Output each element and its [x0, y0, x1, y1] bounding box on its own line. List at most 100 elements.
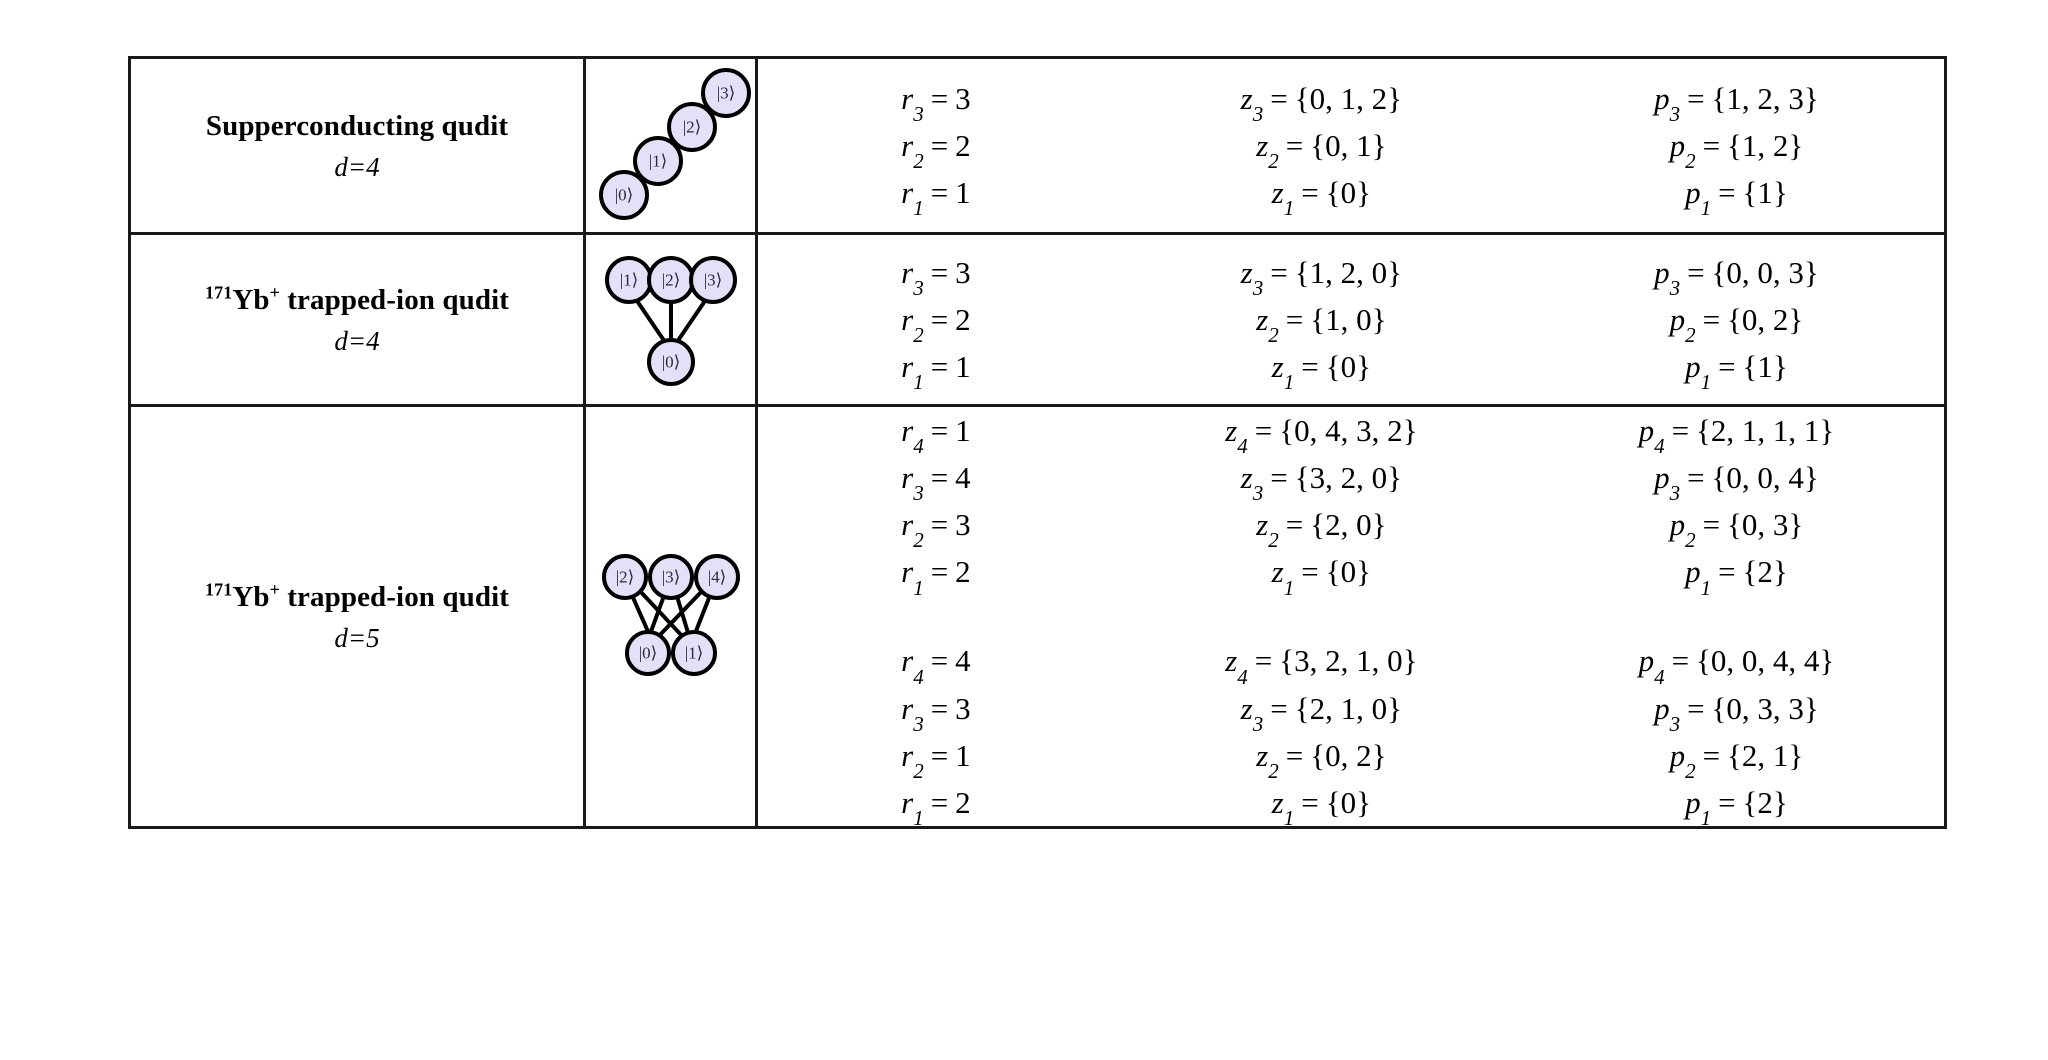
star-graph-diagram: |1⟩ |2⟩ |3⟩ |0⟩ — [604, 255, 737, 386]
r-entry: r2=2 — [758, 295, 1114, 346]
p-entry: p2={2, 1} — [1528, 731, 1944, 781]
r-entry: r3=3 — [758, 248, 1114, 299]
state-node-1 — [670, 630, 717, 677]
state-node-label-4: |4⟩ — [707, 568, 726, 587]
state-node-0 — [598, 169, 649, 220]
level-diagram-cell-3: |2⟩ |3⟩ |4⟩ |0⟩ |1⟩ — [583, 404, 758, 829]
z-entry: z3={2, 1, 0} — [1113, 684, 1529, 734]
z-entry: z2={0, 1} — [1113, 121, 1529, 172]
z-entry: z1={0} — [1113, 169, 1529, 219]
p-entry: p3={1, 2, 3} — [1528, 74, 1944, 125]
platform-dimension-1: d=4 — [334, 152, 380, 183]
parameter-grid: r4=1 z4={0, 4, 3, 2} p4={2, 1, 1, 1} r3=… — [758, 407, 1944, 598]
state-node-label-2: |2⟩ — [615, 568, 634, 587]
state-node-4 — [693, 554, 740, 601]
level-diagram-cell-2: |1⟩ |2⟩ |3⟩ |0⟩ — [583, 232, 758, 407]
state-node-label-2: |2⟩ — [661, 270, 680, 289]
state-node-label-1: |1⟩ — [619, 270, 638, 289]
z-entry: z3={3, 2, 0} — [1113, 454, 1529, 504]
platform-label-cell-1: Supperconducting qudit d=4 — [128, 56, 586, 235]
state-node-label-0: |0⟩ — [614, 185, 633, 204]
state-node-label-1: |1⟩ — [648, 151, 667, 170]
r-entry: r1=1 — [758, 343, 1114, 393]
parameter-line: r2=2 z2={1, 0} p2={0, 2} — [758, 295, 1944, 346]
table-row: 171Yb+ trapped-ion qudit d=5 — [128, 404, 1947, 829]
parameter-block: r3=3 z3={1, 2, 0} p3={0, 0, 3} r2=2 z2={… — [758, 248, 1944, 393]
r-entry: r2=3 — [758, 501, 1114, 551]
charge-superscript-2: + — [269, 282, 280, 303]
chain-graph-diagram: |0⟩ |1⟩ |2⟩ |3⟩ — [598, 67, 751, 220]
element-symbol-3: Yb — [232, 580, 270, 613]
parameter-line: r2=1 z2={0, 2} p2={2, 1} — [758, 731, 1944, 781]
state-node-label-0: |0⟩ — [638, 644, 657, 663]
state-node-label-3: |3⟩ — [716, 83, 735, 102]
isotope-superscript-3: 171 — [205, 579, 233, 600]
r-entry: r3=4 — [758, 454, 1114, 504]
r-entry: r3=3 — [758, 684, 1114, 734]
bipartite-graph-diagram: |2⟩ |3⟩ |4⟩ |0⟩ |1⟩ — [601, 554, 740, 677]
p-entry: p4={0, 0, 4, 4} — [1528, 637, 1944, 687]
platform-title-rest-2: trapped-ion qudit — [279, 283, 509, 316]
graph-edge — [646, 591, 667, 640]
parameters-cell-3: r4=1 z4={0, 4, 3, 2} p4={2, 1, 1, 1} r3=… — [755, 404, 1947, 829]
parameter-line: r1=2 z1={0} p1={2} — [758, 778, 1944, 828]
z-entry: z4={0, 4, 3, 2} — [1113, 407, 1529, 457]
platform-title-2: 171Yb+ trapped-ion qudit — [131, 282, 583, 319]
parameter-line: r3=3 z3={1, 2, 0} p3={0, 0, 3} — [758, 248, 1944, 299]
charge-superscript-3: + — [269, 579, 280, 600]
state-node-2 — [601, 554, 648, 601]
parameter-line: r2=3 z2={2, 0} p2={0, 3} — [758, 501, 1944, 551]
r-entry: r2=1 — [758, 731, 1114, 781]
parameter-line: r3=3 z3={2, 1, 0} p3={0, 3, 3} — [758, 684, 1944, 734]
graph-edge — [674, 292, 711, 344]
parameter-line: r3=4 z3={3, 2, 0} p3={0, 0, 4} — [758, 454, 1944, 504]
p-entry: p1={2} — [1528, 548, 1944, 598]
element-symbol-2: Yb — [232, 283, 270, 316]
parameter-line: r4=1 z4={0, 4, 3, 2} p4={2, 1, 1, 1} — [758, 407, 1944, 457]
p-entry: p3={0, 0, 3} — [1528, 248, 1944, 299]
p-entry: p1={2} — [1528, 778, 1944, 828]
state-node-2 — [666, 101, 717, 152]
parameter-block: r4=1 z4={0, 4, 3, 2} p4={2, 1, 1, 1} r3=… — [758, 407, 1944, 598]
platform-title-rest-3: trapped-ion qudit — [279, 580, 509, 613]
r-entry: r1=2 — [758, 778, 1114, 828]
state-node-label-3: |3⟩ — [703, 270, 722, 289]
z-entry: z1={0} — [1113, 343, 1529, 393]
p-entry: p2={0, 2} — [1528, 295, 1944, 346]
r-entry: r2=2 — [758, 121, 1114, 172]
z-entry: z2={2, 0} — [1113, 501, 1529, 551]
r-entry: r1=1 — [758, 169, 1114, 219]
state-node-label-3: |3⟩ — [661, 568, 680, 587]
z-entry: z2={1, 0} — [1113, 295, 1529, 346]
graph-edge — [628, 591, 652, 639]
r-entry: r4=4 — [758, 637, 1114, 687]
table-row: Supperconducting qudit d=4 |0⟩ |1⟩ — [128, 56, 1947, 235]
qudit-comparison-table: Supperconducting qudit d=4 |0⟩ |1⟩ — [128, 56, 1947, 829]
parameter-line: r4=4 z4={3, 2, 1, 0} p4={0, 0, 4, 4} — [758, 637, 1944, 687]
platform-label-cell-3: 171Yb+ trapped-ion qudit d=5 — [128, 404, 586, 829]
graph-edge — [673, 591, 691, 639]
parameters-cell-2: r3=3 z3={1, 2, 0} p3={0, 0, 3} r2=2 z2={… — [755, 232, 1947, 407]
z-entry: z3={1, 2, 0} — [1113, 248, 1529, 299]
platform-dimension-3: d=5 — [334, 623, 380, 654]
table-row: 171Yb+ trapped-ion qudit d=4 |1⟩ |2⟩ — [128, 232, 1947, 407]
platform-label-cell-2: 171Yb+ trapped-ion qudit d=4 — [128, 232, 586, 407]
state-node-0 — [624, 630, 671, 677]
p-entry: p3={0, 3, 3} — [1528, 684, 1944, 734]
isotope-superscript-2: 171 — [205, 282, 233, 303]
p-entry: p1={1} — [1528, 343, 1944, 393]
parameter-line: r1=1 z1={0} p1={1} — [758, 169, 1944, 219]
graph-edge — [654, 588, 705, 641]
graph-edge — [691, 591, 713, 639]
parameter-grid: r4=4 z4={3, 2, 1, 0} p4={0, 0, 4, 4} r3=… — [758, 637, 1944, 828]
parameter-line: r1=2 z1={0} p1={2} — [758, 548, 1944, 598]
graph-edge — [636, 588, 686, 641]
r-entry: r1=2 — [758, 548, 1114, 598]
state-node-label-0: |0⟩ — [661, 352, 680, 371]
parameter-block: r4=4 z4={3, 2, 1, 0} p4={0, 0, 4, 4} r3=… — [758, 637, 1944, 828]
platform-title-1: Supperconducting qudit — [205, 109, 509, 142]
platform-title-3: 171Yb+ trapped-ion qudit — [131, 579, 583, 616]
parameter-line: r2=2 z2={0, 1} p2={1, 2} — [758, 121, 1944, 172]
parameter-line: r1=1 z1={0} p1={1} — [758, 343, 1944, 393]
